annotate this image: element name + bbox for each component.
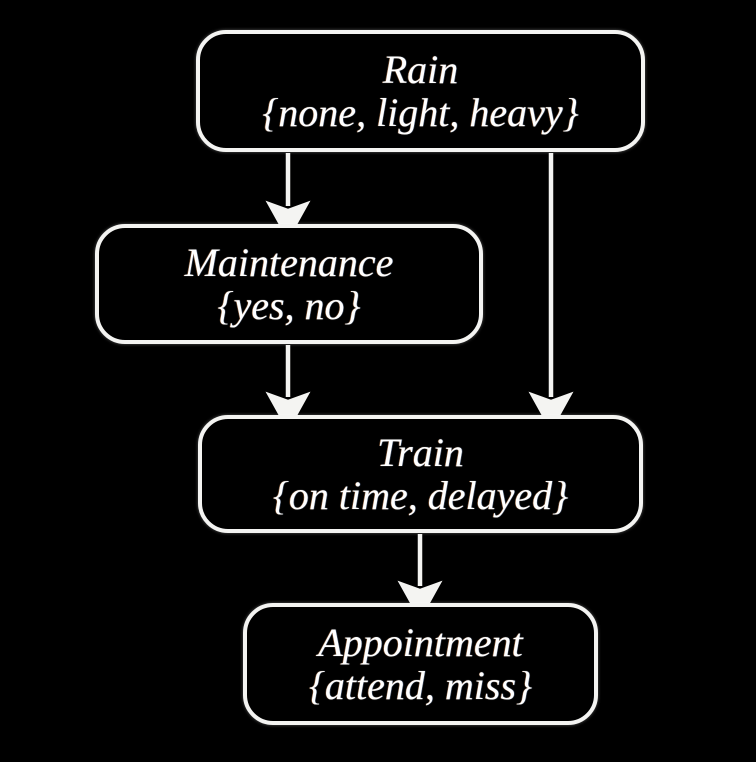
node-train[interactable]: Train {on time, delayed} (198, 415, 643, 533)
node-rain-states: {none, light, heavy} (262, 90, 579, 135)
node-appointment-states: {attend, miss} (308, 663, 533, 708)
node-rain-name: Rain (382, 46, 459, 92)
node-rain[interactable]: Rain {none, light, heavy} (196, 30, 645, 152)
node-appointment-name: Appointment (318, 619, 523, 665)
node-maintenance-name: Maintenance (184, 239, 394, 285)
node-train-states: {on time, delayed} (272, 473, 569, 518)
node-appointment[interactable]: Appointment {attend, miss} (243, 603, 598, 725)
node-maintenance-states: {yes, no} (217, 283, 361, 328)
node-maintenance[interactable]: Maintenance {yes, no} (95, 224, 483, 344)
node-train-name: Train (377, 429, 464, 475)
